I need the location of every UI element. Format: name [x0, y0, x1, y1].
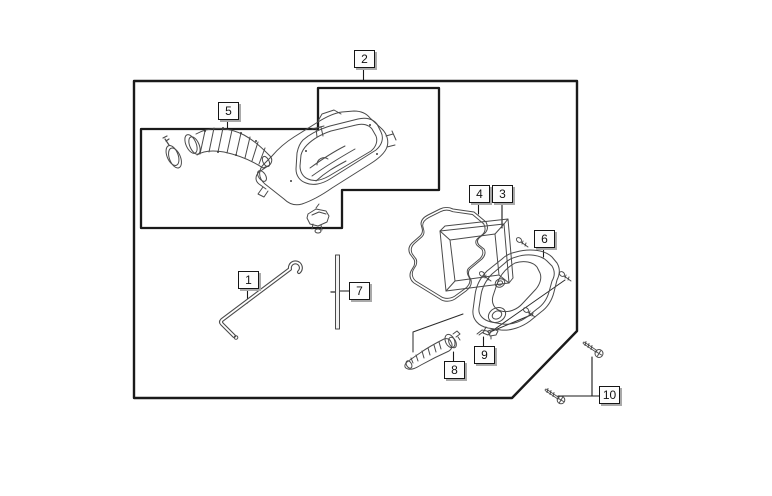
- callout-1-label: 1: [245, 273, 252, 287]
- callout-8[interactable]: 8: [444, 361, 465, 379]
- callout-4[interactable]: 4: [469, 185, 490, 203]
- assembly-reference-lines: [412, 279, 566, 353]
- callout-10-label: 10: [602, 388, 617, 402]
- callout-6[interactable]: 6: [534, 230, 555, 248]
- filter-element-drawing: [408, 207, 488, 302]
- hook-rod-tool-drawing: [219, 260, 303, 340]
- callout-1[interactable]: 1: [238, 271, 259, 289]
- intake-duct-drawing: [162, 127, 273, 169]
- callout-5-label: 5: [225, 104, 232, 118]
- callout-7-label: 7: [356, 284, 363, 298]
- callout-2[interactable]: 2: [354, 50, 375, 68]
- callout-3[interactable]: 3: [492, 185, 513, 203]
- drain-hose-drawing: [404, 330, 461, 370]
- mount-screws-drawing: [544, 341, 604, 405]
- callout-10[interactable]: 10: [599, 386, 620, 404]
- small-clip-drawing: [306, 203, 330, 234]
- filter-frame-drawing: [439, 218, 514, 292]
- callout-6-label: 6: [541, 232, 548, 246]
- callout-7[interactable]: 7: [349, 282, 370, 300]
- callout-5[interactable]: 5: [218, 102, 239, 120]
- callout-9-label: 9: [481, 348, 488, 362]
- callout-3-label: 3: [499, 187, 506, 201]
- sub-boundary-box: [139, 86, 441, 230]
- main-boundary-box: [132, 79, 579, 400]
- callout-4-label: 4: [476, 187, 483, 201]
- callout-8-label: 8: [451, 363, 458, 377]
- rod-drawing: [330, 254, 340, 330]
- callout-9[interactable]: 9: [474, 346, 495, 364]
- leader-lines: [226, 67, 601, 397]
- clip-drawing: [476, 328, 499, 340]
- air-box-cover-drawing: [472, 249, 560, 336]
- cover-screws-drawing: [478, 237, 572, 318]
- callout-2-label: 2: [361, 52, 368, 66]
- air-box-upper-drawing: [255, 109, 397, 206]
